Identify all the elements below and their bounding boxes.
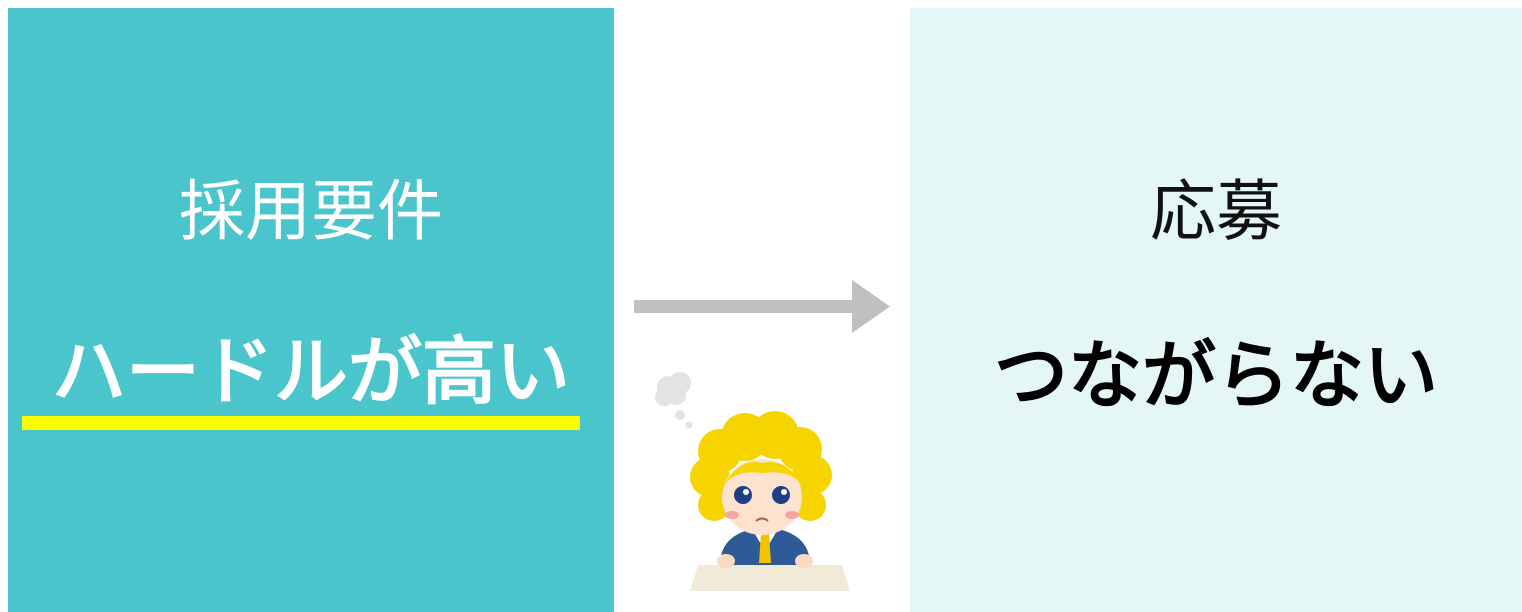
right-subtitle: 応募 <box>1150 173 1282 250</box>
left-panel: 採用要件 ハードルが高い <box>8 8 614 612</box>
right-headline: つながらない <box>994 333 1438 419</box>
left-headline: ハードルが高い <box>52 329 570 415</box>
right-arrow-icon <box>634 280 890 333</box>
highlight-underline <box>22 416 580 430</box>
worried-person-icon <box>655 372 850 591</box>
right-panel: 応募 つながらない <box>910 8 1522 612</box>
left-subtitle: 採用要件 <box>179 173 443 250</box>
